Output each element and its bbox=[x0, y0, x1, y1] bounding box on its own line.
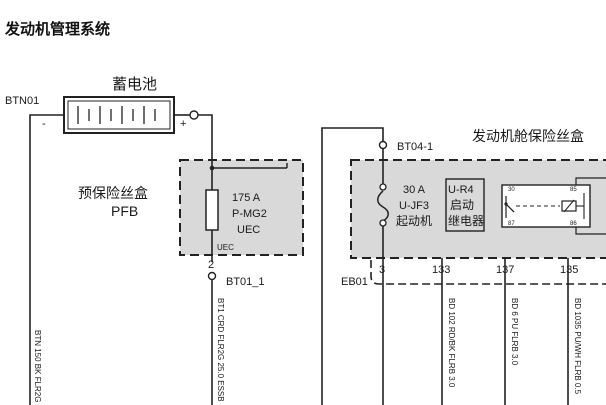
pfb-box bbox=[179, 159, 304, 256]
pfb-name-en: PFB bbox=[111, 203, 138, 219]
relay-name-2: 继电器 bbox=[448, 214, 484, 228]
engine-fuse-name: 起动机 bbox=[396, 214, 432, 228]
pfb-uec-label: UEC bbox=[217, 243, 234, 252]
battery-positive-sign: + bbox=[180, 118, 186, 130]
wire-label-bt1: BT1 CRD FLR2G 25.0 ESSB bbox=[216, 298, 225, 402]
pfb-pin-number: 2 bbox=[208, 259, 214, 271]
relay-pin-86: 86 bbox=[570, 221, 577, 227]
pfb-connector-terminal bbox=[207, 271, 217, 281]
engine-pin-135: 135 bbox=[560, 264, 578, 276]
ground-shield-line bbox=[370, 260, 606, 285]
relay-pin-86-wire bbox=[575, 227, 606, 235]
relay-switch-contact bbox=[505, 203, 515, 213]
engine-pin-133: 133 bbox=[432, 264, 450, 276]
relay-coil-diagonal bbox=[563, 199, 575, 213]
relay-pin-85-wire bbox=[575, 177, 606, 185]
engine-box-connector-terminal bbox=[378, 140, 388, 150]
relay-switch-pivot bbox=[504, 202, 508, 206]
battery-tag: BTN01 bbox=[5, 95, 39, 107]
wire-label-bd6: BD 6 PU FLRB 3.0 bbox=[510, 298, 519, 366]
page-title: 发动机管理系统 bbox=[5, 20, 111, 38]
pfb-name-cn: 预保险丝盒 bbox=[78, 185, 148, 202]
engine-fuse-bottom-terminal bbox=[379, 219, 387, 227]
relay-pin-30: 30 bbox=[508, 187, 515, 193]
battery-name: 蓄电池 bbox=[112, 75, 157, 93]
wire-label-btn150: BTN 150 BK FLR2G 2 bbox=[33, 330, 42, 405]
engine-fuse-id: U-JF3 bbox=[399, 200, 429, 212]
engine-box-feed-wire bbox=[321, 127, 384, 405]
pfb-fuse-id: P-MG2 bbox=[232, 208, 267, 220]
wire-label-bd102: BD 102 RD/BK FLRB 3.0 bbox=[447, 298, 456, 388]
pfb-busbar-junction bbox=[209, 165, 215, 171]
engine-box-connector-label: BT04-1 bbox=[397, 141, 433, 153]
relay-id: U-R4 bbox=[448, 184, 474, 196]
engine-pin-3: 3 bbox=[379, 264, 385, 276]
relay-pin-87: 87 bbox=[508, 221, 515, 227]
battery-negative-wire bbox=[29, 114, 64, 405]
relay-label-box bbox=[445, 178, 485, 232]
engine-fuse-rating: 30 A bbox=[403, 184, 426, 196]
relay-pin-85: 85 bbox=[570, 187, 577, 193]
pfb-connector-label: BT01_1 bbox=[226, 276, 265, 288]
wire-label-bd1035: BD 1035 PU/WH FLRB 0.5 bbox=[573, 298, 582, 395]
pfb-fuse-symbol bbox=[205, 189, 219, 231]
pfb-supply-wire bbox=[198, 114, 213, 160]
battery-negative-sign: - bbox=[42, 118, 46, 130]
engine-box-name: 发动机舱保险丝盒 bbox=[472, 128, 584, 145]
engine-fuse-top-terminal bbox=[379, 183, 387, 191]
engine-fuse-symbol bbox=[377, 190, 389, 222]
battery-symbol bbox=[63, 96, 175, 134]
pfb-fuse-rating: 175 A bbox=[232, 192, 261, 204]
pfb-fuse-location: UEC bbox=[237, 224, 260, 236]
battery-positive-terminal bbox=[189, 110, 199, 120]
ground-label: EB01 bbox=[341, 276, 368, 288]
relay-name-1: 启动 bbox=[450, 198, 474, 212]
